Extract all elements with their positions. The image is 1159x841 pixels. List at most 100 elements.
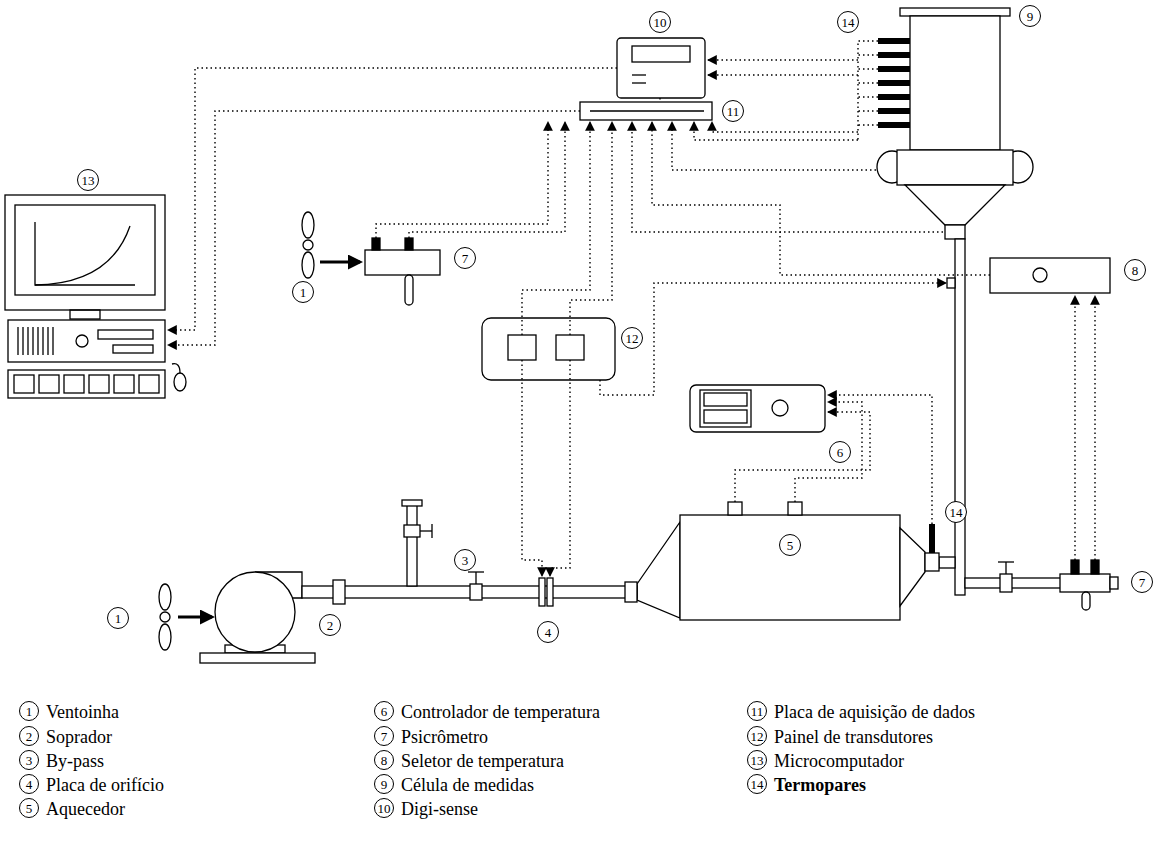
air-pipe <box>407 505 417 586</box>
callout-number: 8 <box>1124 259 1146 281</box>
signal-wire <box>858 41 878 140</box>
signal-wire <box>600 283 946 395</box>
microcomputer <box>39 375 59 393</box>
thermocouple <box>878 66 910 72</box>
digi-sense <box>632 74 646 75</box>
microcomputer <box>5 195 186 398</box>
microcomputer <box>47 327 48 355</box>
signal-wire <box>632 122 943 232</box>
microcomputer <box>14 375 159 393</box>
legend-text: Seletor de temperatura <box>401 750 564 772</box>
measuring-cell <box>897 150 1013 185</box>
thermocouple <box>878 52 910 58</box>
temperature-controller <box>704 393 747 406</box>
signal-wire <box>672 122 876 170</box>
air-pipe <box>468 571 484 572</box>
apparatus-drawing <box>5 8 1118 663</box>
thermocouple <box>878 80 910 86</box>
signal-wire <box>1094 296 1095 560</box>
callout-number: 3 <box>454 549 476 571</box>
fan <box>302 212 360 278</box>
thermocouple <box>878 38 910 128</box>
psychrometer <box>1091 560 1099 574</box>
signal-wire <box>168 41 1095 576</box>
air-pipe <box>625 582 637 602</box>
temperature-controller <box>700 390 751 427</box>
microcomputer <box>70 310 100 319</box>
transducer-panel <box>556 335 584 360</box>
temperature-selector <box>990 258 1110 293</box>
measuring-cell <box>945 225 965 239</box>
signal-wire <box>694 122 858 140</box>
air-pipe <box>547 578 553 606</box>
digi-sense <box>617 38 705 98</box>
heater <box>637 522 680 618</box>
temperature-selector <box>990 258 1110 293</box>
riser-pipe <box>998 561 1014 562</box>
legend-number: 7 <box>374 726 394 746</box>
fan <box>159 584 212 650</box>
legend-number: 1 <box>19 701 39 721</box>
legend-number: 2 <box>19 726 39 746</box>
measuring-cell <box>905 185 1005 225</box>
measuring-cell <box>900 8 1010 16</box>
microcomputer <box>27 327 28 355</box>
callout-number: 7 <box>1131 571 1153 593</box>
callout-number: 9 <box>1019 5 1041 27</box>
microcomputer <box>42 327 43 355</box>
air-pipe <box>539 578 545 606</box>
signal-wire <box>659 98 660 102</box>
temperature-controller <box>690 385 825 432</box>
acquisition-board <box>580 102 712 120</box>
digi-sense <box>632 46 690 62</box>
temperature-controller <box>704 410 747 423</box>
thermocouple <box>878 108 910 114</box>
legend-number: 3 <box>19 750 39 770</box>
legend-text: Célula de medidas <box>401 774 534 796</box>
psychrometer <box>405 275 413 305</box>
legend-text: Digi-sense <box>401 798 478 820</box>
signal-wire <box>712 122 858 132</box>
callout-number: 1 <box>107 607 129 629</box>
thermocouple <box>929 524 935 553</box>
legend-number: 11 <box>747 701 767 721</box>
air-pipe <box>420 530 432 531</box>
psychrometer <box>1071 560 1079 574</box>
callout-number: 4 <box>537 621 559 643</box>
legend-text: Termopares <box>774 774 866 796</box>
air-pipe <box>302 500 637 606</box>
riser-pipe <box>1005 562 1006 574</box>
signal-wire <box>376 122 548 238</box>
riser-pipe <box>955 239 965 595</box>
measuring-cell <box>910 16 1000 150</box>
air-pipe <box>470 584 482 600</box>
microcomputer <box>113 345 153 353</box>
measuring-cell <box>877 8 1033 239</box>
microcomputer <box>37 327 38 355</box>
legend-number: 14 <box>747 774 767 794</box>
microcomputer <box>174 373 186 391</box>
heater <box>900 528 925 606</box>
transducer-panel <box>482 318 615 380</box>
legend-text: Placa de orifício <box>46 774 164 796</box>
air-pipe <box>475 572 476 584</box>
heater <box>637 502 939 620</box>
callout-number: 6 <box>829 441 851 463</box>
signal-wire <box>409 122 565 238</box>
signal-wire <box>652 122 990 275</box>
heater <box>788 502 802 515</box>
microcomputer <box>17 327 18 355</box>
callout-number: 5 <box>779 534 801 556</box>
microcomputer <box>139 375 159 393</box>
fan <box>302 252 314 278</box>
signal-wire <box>708 74 858 75</box>
fan <box>303 240 313 250</box>
callout-number: 7 <box>454 247 476 269</box>
microcomputer <box>8 320 165 362</box>
air-pipe <box>402 500 422 506</box>
legend-text: Psicrômetro <box>401 726 488 748</box>
signal-wire <box>522 360 542 576</box>
microcomputer <box>76 335 88 347</box>
microcomputer <box>15 205 155 295</box>
microcomputer <box>5 195 165 310</box>
